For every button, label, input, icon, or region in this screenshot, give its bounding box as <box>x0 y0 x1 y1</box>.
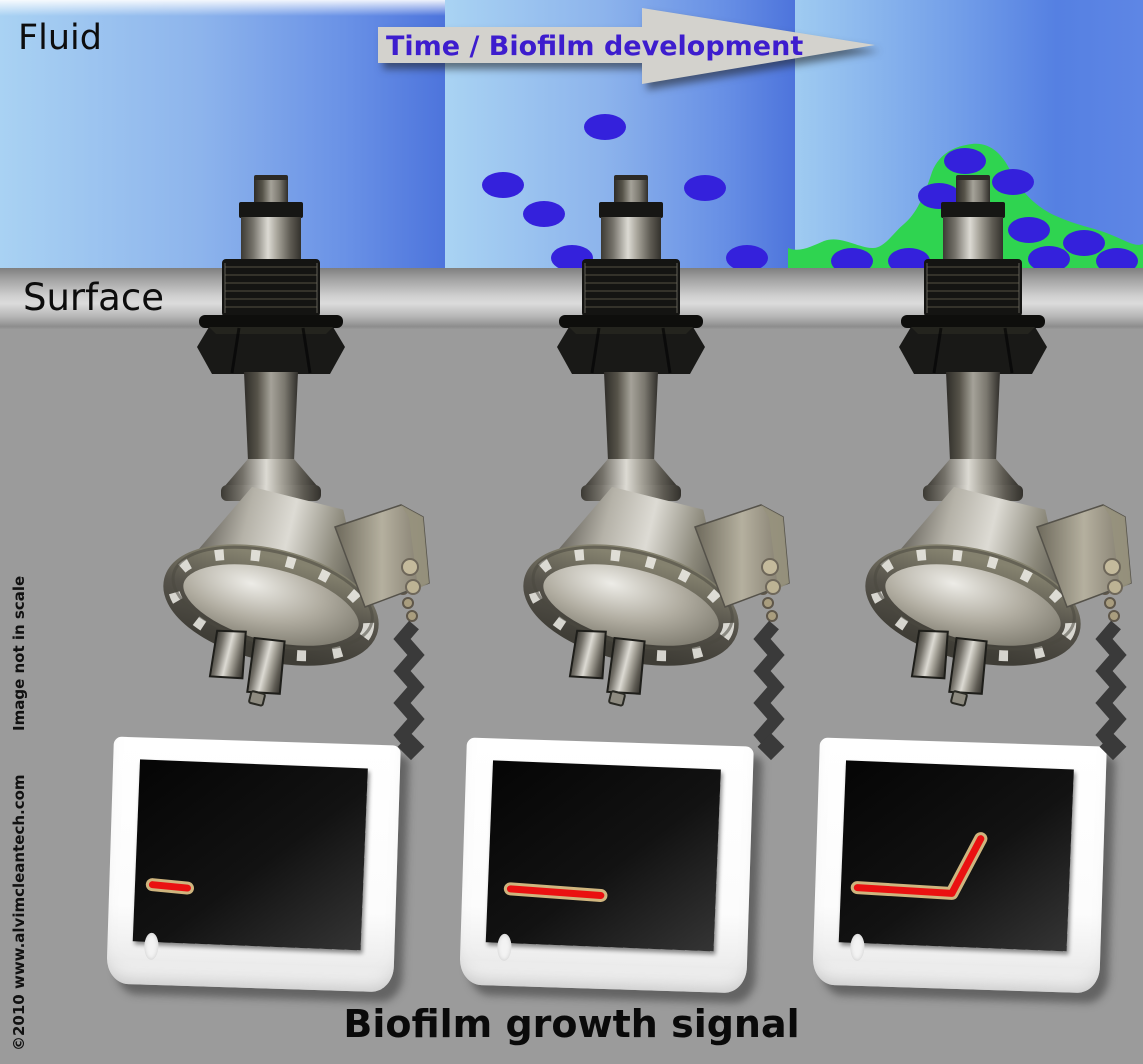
power-button-icon <box>497 933 513 962</box>
signal-trace-2 <box>503 882 608 903</box>
signal-trace-1 <box>145 878 194 895</box>
monitor-screen-3 <box>838 760 1074 952</box>
monitor-screen-2 <box>485 760 721 952</box>
copyright-note: ©2010 www.alvimcleantech.com <box>10 774 28 1051</box>
arrow-label: Time / Biofilm development <box>386 31 803 62</box>
time-arrow: Time / Biofilm development <box>378 8 875 84</box>
signal-trace-3 <box>850 832 988 901</box>
fluid-label: Fluid <box>18 18 102 58</box>
arrow-shape <box>378 8 875 84</box>
monitor-screen-1 <box>132 759 368 951</box>
surface-band <box>0 268 1143 329</box>
power-button-icon <box>144 932 160 961</box>
monitor-1 <box>106 736 401 993</box>
caption: Biofilm growth signal <box>343 1002 800 1046</box>
monitor-3 <box>812 737 1107 994</box>
power-button-icon <box>850 933 866 962</box>
surface-label: Surface <box>23 276 164 319</box>
monitor-2 <box>459 737 754 994</box>
scale-note: Image not in scale <box>10 575 28 731</box>
